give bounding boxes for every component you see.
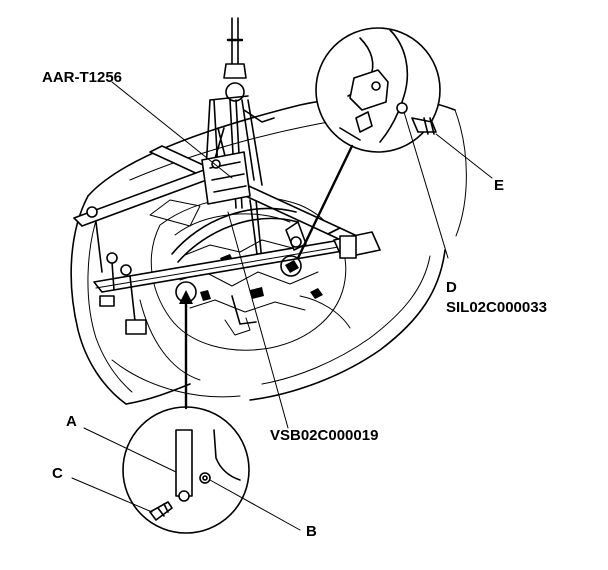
detail-circle-right	[315, 27, 441, 153]
label-b: B	[306, 523, 317, 540]
label-d: D	[446, 279, 457, 296]
label-e: E	[494, 177, 505, 194]
leader-code-left	[227, 211, 289, 429]
label-code-left: VSB02C000019	[270, 427, 379, 444]
connector-arrowhead	[179, 290, 193, 304]
label-a: A	[66, 413, 77, 430]
leader-tool	[111, 81, 233, 179]
hoist-chains	[205, 17, 275, 263]
leader-b	[209, 479, 301, 531]
label-c: C	[52, 465, 63, 482]
leader-d	[403, 111, 449, 259]
leader-e	[435, 133, 493, 179]
locator-circle-right	[280, 255, 302, 277]
leader-a	[83, 427, 177, 473]
connector-line-right	[296, 144, 354, 260]
detail-circle-bottom	[122, 406, 250, 534]
label-tool: AAR-T1256	[42, 69, 123, 86]
leader-c	[71, 477, 153, 513]
label-code-right: SIL02C000033	[446, 299, 547, 316]
